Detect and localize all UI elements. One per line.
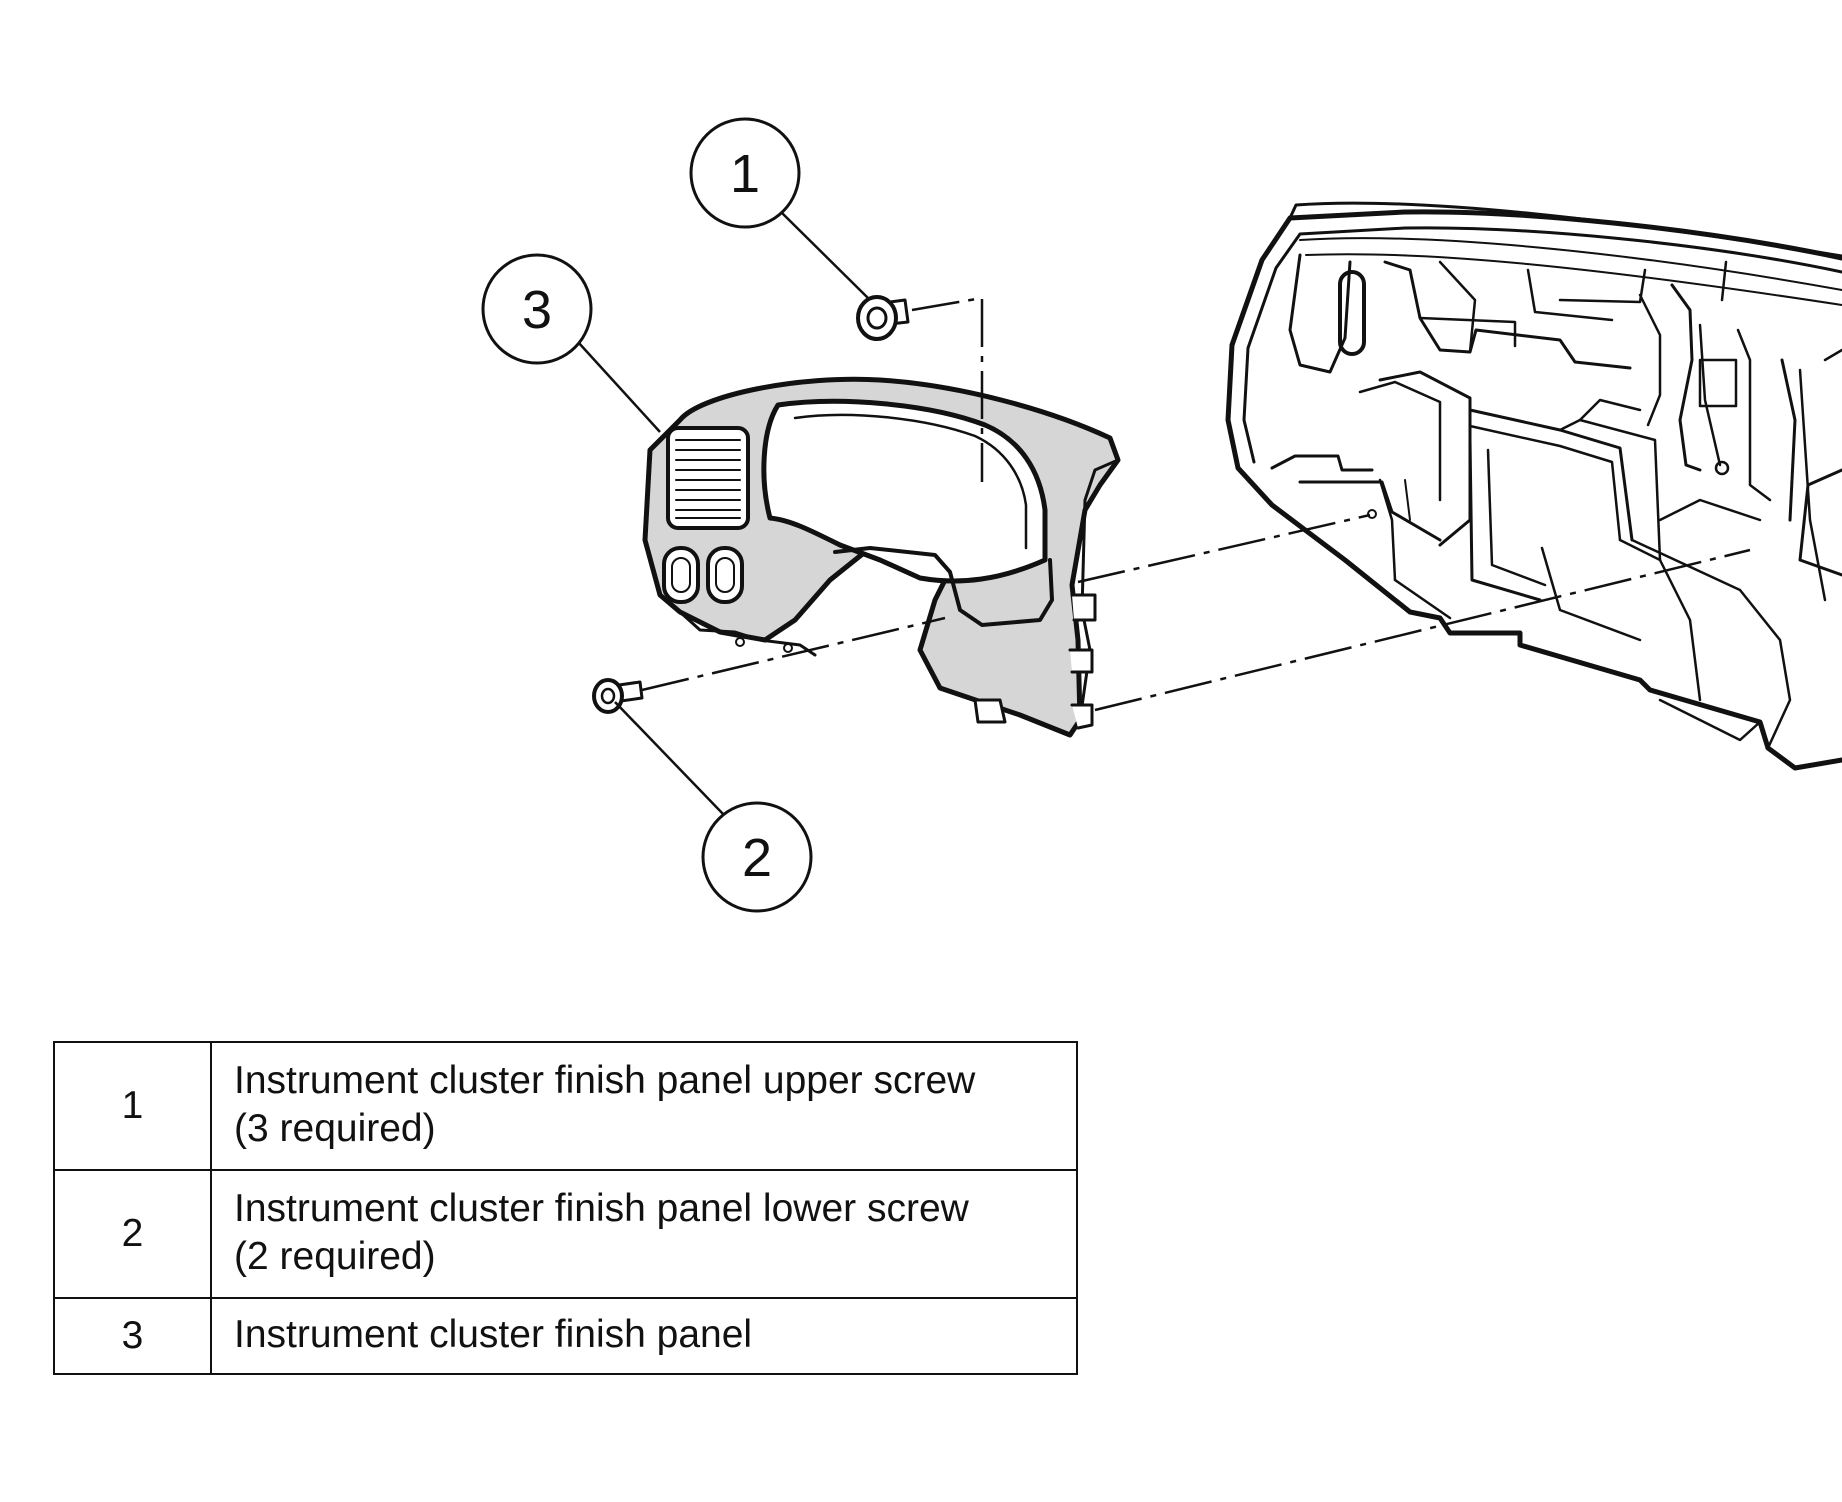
lower-screw-drawing — [592, 678, 644, 714]
upper-screw-drawing — [856, 295, 910, 341]
callout-3: 3 — [481, 253, 593, 365]
callout-1: 1 — [689, 117, 801, 229]
legend-description-line: Instrument cluster finish panel — [234, 1313, 753, 1356]
callout-2-label: 2 — [742, 828, 772, 888]
legend-description: Instrument cluster finish panel — [210, 1297, 1078, 1375]
callout-3-label: 3 — [522, 280, 552, 340]
legend-description-line: Instrument cluster finish panel upper sc… — [234, 1059, 976, 1102]
leader-lines — [577, 212, 869, 816]
legend-description: Instrument cluster finish panel lower sc… — [210, 1169, 1078, 1299]
alignment-lines — [641, 296, 1751, 712]
legend-description-note: (3 required) — [234, 1107, 436, 1150]
legend-row: 1 Instrument cluster finish panel upper … — [53, 1041, 1078, 1171]
legend-description: Instrument cluster finish panel upper sc… — [210, 1041, 1078, 1171]
legend-row: 2 Instrument cluster finish panel lower … — [53, 1169, 1078, 1299]
callout-2: 2 — [701, 801, 813, 913]
legend-number: 2 — [53, 1169, 212, 1299]
finish-panel-drawing — [642, 376, 1121, 738]
exploded-view-diagram: 1 3 2 — [481, 117, 1842, 913]
legend-table: 1 Instrument cluster finish panel upper … — [53, 1041, 1078, 1375]
legend-row: 3 Instrument cluster finish panel — [53, 1297, 1078, 1375]
legend-number: 3 — [53, 1297, 212, 1375]
callout-1-label: 1 — [730, 144, 760, 204]
mounting-hole — [1367, 509, 1377, 519]
legend-description-line: Instrument cluster finish panel lower sc… — [234, 1187, 969, 1230]
instrument-panel-drawing — [1225, 201, 1842, 771]
legend-description-note: (2 required) — [234, 1235, 436, 1278]
legend-number: 1 — [53, 1041, 212, 1171]
